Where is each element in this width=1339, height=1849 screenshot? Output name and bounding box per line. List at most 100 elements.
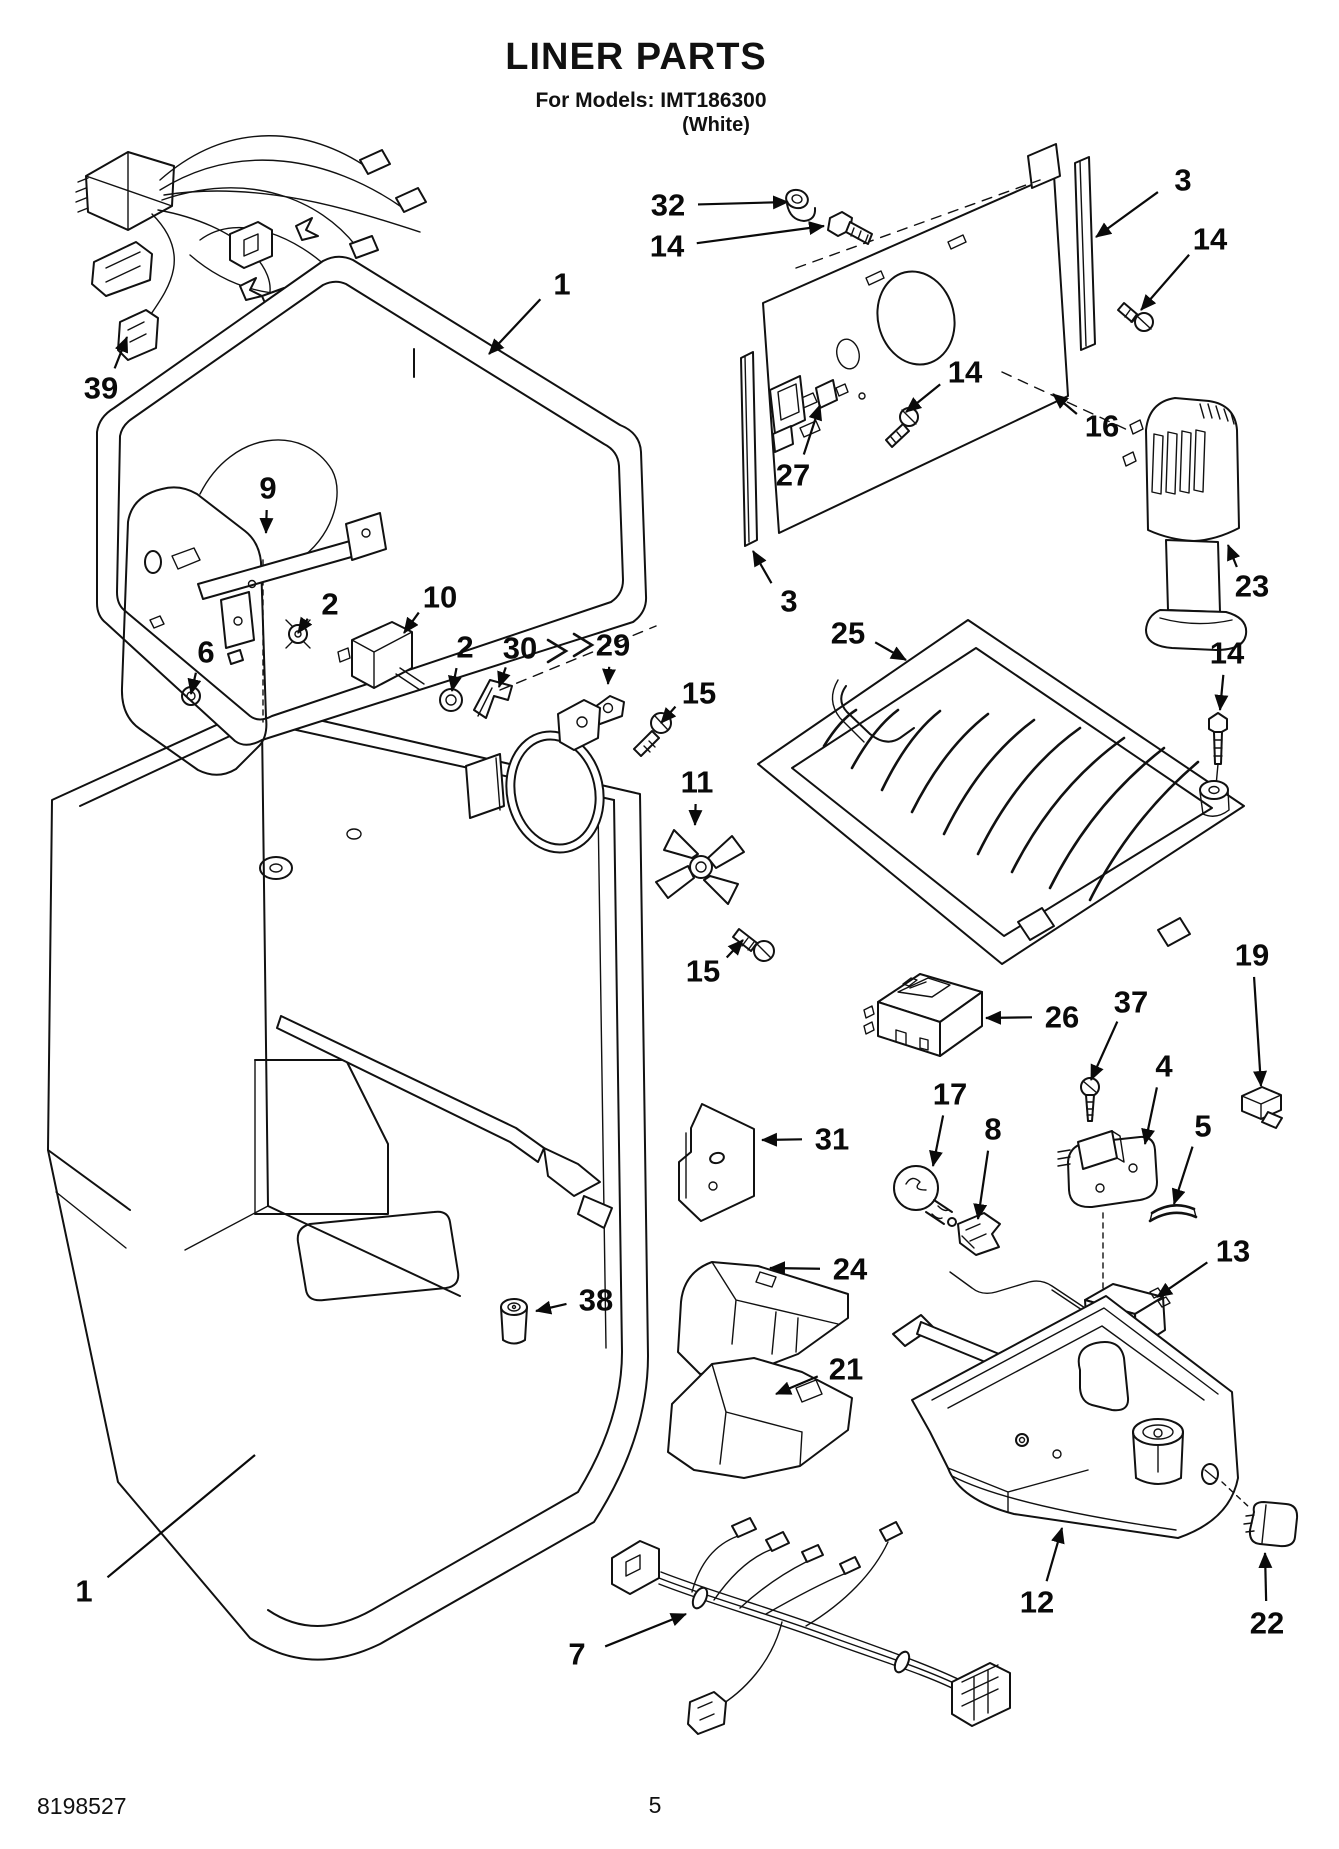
- bracket-19-drawing: [1241, 1086, 1283, 1129]
- callout-31: 31: [761, 1122, 849, 1157]
- callout-5: 5: [1171, 1109, 1212, 1205]
- part-number-label: 2: [456, 630, 473, 665]
- page-title: LINER PARTS: [505, 36, 767, 78]
- fan-shroud-ring-drawing: [465, 699, 605, 854]
- callout-14: 14: [1140, 222, 1228, 311]
- callout-39: 39: [84, 336, 129, 406]
- part-number-label: 23: [1235, 569, 1269, 604]
- callout-leader: [488, 298, 542, 355]
- part-number-label: 26: [1045, 1000, 1079, 1035]
- callout-21: 21: [775, 1352, 863, 1396]
- screw-37-drawing: [1080, 1077, 1100, 1122]
- foam-block-21-drawing: [667, 1357, 853, 1479]
- damper-4-drawing: [1057, 1130, 1158, 1343]
- knob-22-drawing: [1243, 1501, 1299, 1548]
- part-number-label: 15: [686, 954, 720, 989]
- callout-leader: [187, 672, 202, 695]
- drain-tray-25-drawing: [757, 619, 1245, 965]
- part-number-label: 6: [197, 635, 214, 670]
- air-tower-23-drawing: [1122, 397, 1248, 651]
- control-housing-12-drawing: [892, 1295, 1251, 1539]
- callout-30: 30: [497, 631, 537, 688]
- callout-leader: [973, 1150, 990, 1220]
- callout-leader: [1089, 1021, 1119, 1081]
- clip-5-drawing: [1148, 1204, 1198, 1223]
- part-number-label: 8: [984, 1112, 1001, 1147]
- part-number-label: 14: [650, 229, 685, 264]
- part-number-label: 31: [815, 1122, 849, 1157]
- callout-6: 6: [187, 635, 215, 695]
- part-number-label: 37: [1114, 985, 1148, 1020]
- callout-8: 8: [973, 1112, 1002, 1220]
- part-number-label: 13: [1216, 1234, 1250, 1269]
- callout-23: 23: [1226, 544, 1269, 604]
- callout-7: 7: [568, 1612, 687, 1672]
- callout-leader: [602, 666, 617, 685]
- callout-1: 1: [75, 1454, 256, 1609]
- callout-leader: [696, 221, 825, 245]
- shelf-rail: [276, 1015, 545, 1163]
- callout-1: 1: [488, 267, 571, 355]
- callout-26: 26: [985, 1000, 1079, 1035]
- document-number: 8198527: [37, 1793, 127, 1819]
- part-number-label: 12: [1020, 1585, 1054, 1620]
- callout-leader: [985, 1010, 1033, 1025]
- callout-leader: [535, 1300, 567, 1315]
- callout-leader: [802, 404, 822, 455]
- callout-leader: [660, 705, 677, 724]
- clip-8-drawing: [957, 1212, 1001, 1256]
- plate-31-drawing: [678, 1103, 755, 1222]
- wire-harness-7-drawing: [611, 1517, 1011, 1735]
- callout-14: 14: [905, 355, 983, 413]
- callout-16: 16: [1052, 393, 1119, 444]
- callout-leader: [448, 667, 462, 692]
- callout-leader: [1045, 1527, 1065, 1582]
- callout-37: 37: [1089, 985, 1148, 1081]
- callout-13: 13: [1156, 1234, 1250, 1298]
- light-bulb-17-drawing: [893, 1165, 957, 1227]
- part-number-label: 7: [568, 1637, 585, 1672]
- part-number-label: 29: [596, 628, 630, 663]
- callout-leader: [688, 803, 703, 826]
- callout-leader: [297, 616, 313, 634]
- foam-block-24-drawing: [677, 1261, 849, 1375]
- part-number-label: 1: [75, 1574, 92, 1609]
- callout-leader: [1171, 1146, 1194, 1205]
- part-number-label: 19: [1235, 938, 1269, 973]
- part-number-label: 14: [1210, 636, 1245, 671]
- callout-leader: [1252, 976, 1268, 1087]
- part-number-label: 11: [681, 765, 714, 800]
- callout-leader: [725, 939, 744, 959]
- part-number-label: 22: [1250, 1606, 1284, 1641]
- callout-leader: [604, 1612, 687, 1648]
- part-number-label: 25: [831, 616, 865, 651]
- callout-leader: [113, 336, 129, 369]
- part-number-label: 38: [579, 1283, 613, 1318]
- callout-leader: [905, 383, 941, 413]
- part-number-label: 14: [948, 355, 983, 390]
- part-number-label: 30: [503, 631, 537, 666]
- callout-leader: [929, 1115, 945, 1167]
- back-panel-assembly-drawing: [120, 439, 657, 776]
- callout-9: 9: [259, 471, 277, 534]
- callout-29: 29: [596, 628, 630, 685]
- fan-motor-10: [351, 621, 413, 689]
- models-subtitle: For Models: IMT186300: [535, 89, 767, 112]
- plug-38-drawing: [500, 1298, 528, 1345]
- callout-19: 19: [1235, 938, 1269, 1087]
- callout-17: 17: [929, 1077, 967, 1167]
- callout-38: 38: [535, 1283, 613, 1318]
- part-number-label: 5: [1194, 1109, 1211, 1144]
- callout-leader: [259, 509, 274, 534]
- part-number-label: 32: [651, 188, 685, 223]
- callout-12: 12: [1020, 1527, 1065, 1620]
- callout-14: 14: [1210, 636, 1245, 711]
- callout-leader: [1214, 674, 1229, 711]
- callout-25: 25: [831, 616, 907, 661]
- liner-lower-drawing: [47, 705, 649, 1661]
- part-number-label: 10: [423, 580, 457, 615]
- callout-27: 27: [776, 404, 822, 493]
- callout-leader: [1052, 393, 1078, 415]
